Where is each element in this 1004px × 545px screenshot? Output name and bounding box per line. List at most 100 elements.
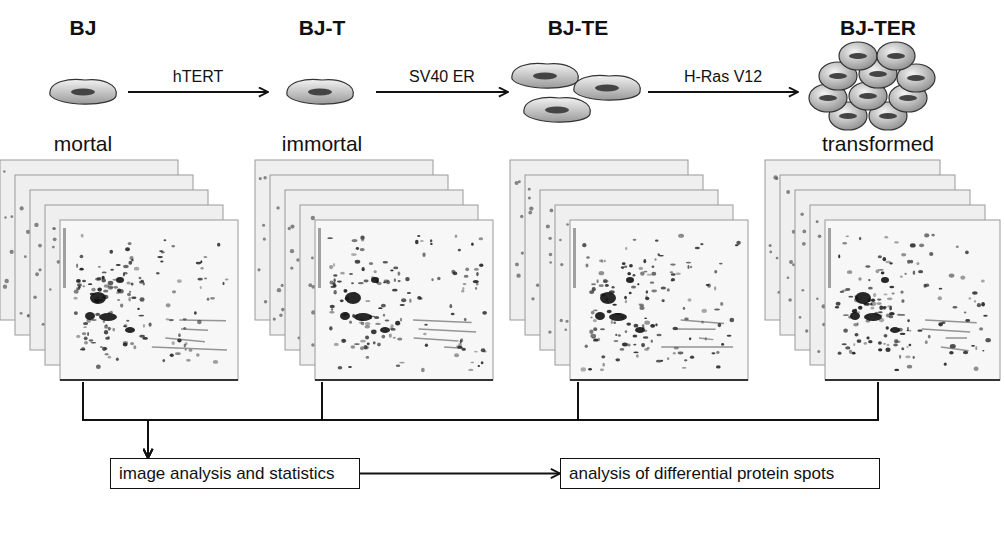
gel-spot (582, 243, 586, 247)
gel-spot (10, 215, 13, 218)
gel-spot (290, 266, 293, 269)
gel-spot (420, 240, 423, 242)
gel-spot (139, 277, 142, 280)
box-text: image analysis and statistics (119, 463, 351, 484)
gel-spot (385, 319, 390, 321)
gel-spot (600, 328, 605, 330)
gel-spot (633, 344, 636, 346)
gel-spot (607, 310, 612, 313)
cell-icon (512, 63, 578, 88)
process-box: image analysis and statistics (110, 458, 360, 489)
gel-spot (351, 253, 357, 256)
gel-spot (78, 286, 80, 289)
gel-spot (913, 356, 915, 359)
gel-spot (670, 264, 676, 266)
gel-spot (143, 324, 145, 328)
gel-spot (354, 313, 372, 321)
gel-spot (34, 223, 38, 227)
gel-spot (128, 242, 132, 245)
gel-spot (735, 244, 739, 246)
gel-spot (276, 206, 279, 209)
gel-spot (200, 286, 202, 289)
gel-spot (687, 298, 691, 302)
gel-spot (589, 330, 593, 334)
gel-spot (887, 344, 890, 346)
gel-spot (690, 266, 692, 268)
gel-spot (340, 312, 350, 320)
gel-spot (972, 291, 978, 294)
gel-spot (3, 285, 7, 289)
gel-spot (597, 279, 599, 283)
gel-stack (255, 160, 493, 380)
gel-spot (629, 292, 632, 294)
gel-spot (878, 311, 883, 313)
gel-spot (889, 312, 895, 315)
gel-spot (311, 343, 315, 347)
gel-spot (110, 269, 114, 271)
gel-spot (355, 260, 361, 264)
gel-spot (464, 275, 469, 278)
gel-spot (81, 347, 85, 351)
cell-state: transformed (798, 132, 958, 156)
cell-name: BJ-TE (508, 16, 648, 40)
gel-spot (695, 247, 700, 250)
gel-spot (876, 269, 880, 273)
gel-spot (775, 177, 778, 180)
gel-spot (560, 263, 563, 266)
gel-spot (462, 287, 464, 291)
flow-arrow (648, 91, 798, 93)
gel-spot (626, 277, 634, 283)
gel-spot (858, 277, 861, 280)
gel-spot (850, 312, 860, 320)
gel-spot (333, 263, 335, 267)
gel-spot (883, 306, 886, 310)
gel-spot (982, 350, 984, 352)
gel-spot (422, 253, 425, 257)
gel-spot (651, 290, 657, 293)
gel-streak (573, 228, 576, 288)
gel-spot (971, 345, 975, 347)
gel-spot (127, 293, 131, 296)
gel-spot (189, 349, 193, 352)
gel-spot (906, 346, 908, 348)
gel-spot (74, 297, 78, 300)
gel-spot (855, 292, 871, 304)
gel-spot (593, 327, 597, 331)
gel-spot (124, 324, 128, 328)
gel-spot (900, 290, 903, 293)
gel-spot (393, 267, 398, 270)
gel-spot (49, 288, 52, 291)
gel-spot (99, 313, 117, 321)
gel-spot (627, 343, 630, 346)
gel-spot (259, 177, 262, 180)
gel-spot (431, 278, 433, 281)
gel-spot (647, 274, 652, 276)
gel-spot (177, 279, 182, 283)
gel-spot (362, 267, 365, 271)
gel-spot (625, 247, 627, 250)
gel-spot (843, 328, 848, 332)
gel-spot (878, 341, 882, 344)
gel-spot (471, 242, 474, 245)
gel-spot (329, 311, 334, 313)
gel-spot (560, 319, 563, 322)
gel-spot (430, 243, 433, 245)
gel-spot (918, 270, 923, 273)
gel-spot (390, 270, 393, 272)
gel-spot (352, 239, 358, 242)
gel-spot (678, 352, 684, 355)
gel-spot (682, 367, 687, 369)
gel-spot (894, 369, 899, 371)
gel-spot (358, 282, 364, 284)
gel-spot (478, 365, 481, 367)
gel-spot (392, 289, 398, 292)
gel-spot (97, 277, 102, 281)
gel-spot (338, 366, 343, 369)
gel-spot (88, 283, 92, 285)
gel-spot (847, 270, 853, 274)
gel-spot (333, 278, 335, 282)
gel-spot (883, 343, 885, 345)
gel-spot (262, 224, 265, 227)
cell-icon (524, 97, 590, 122)
